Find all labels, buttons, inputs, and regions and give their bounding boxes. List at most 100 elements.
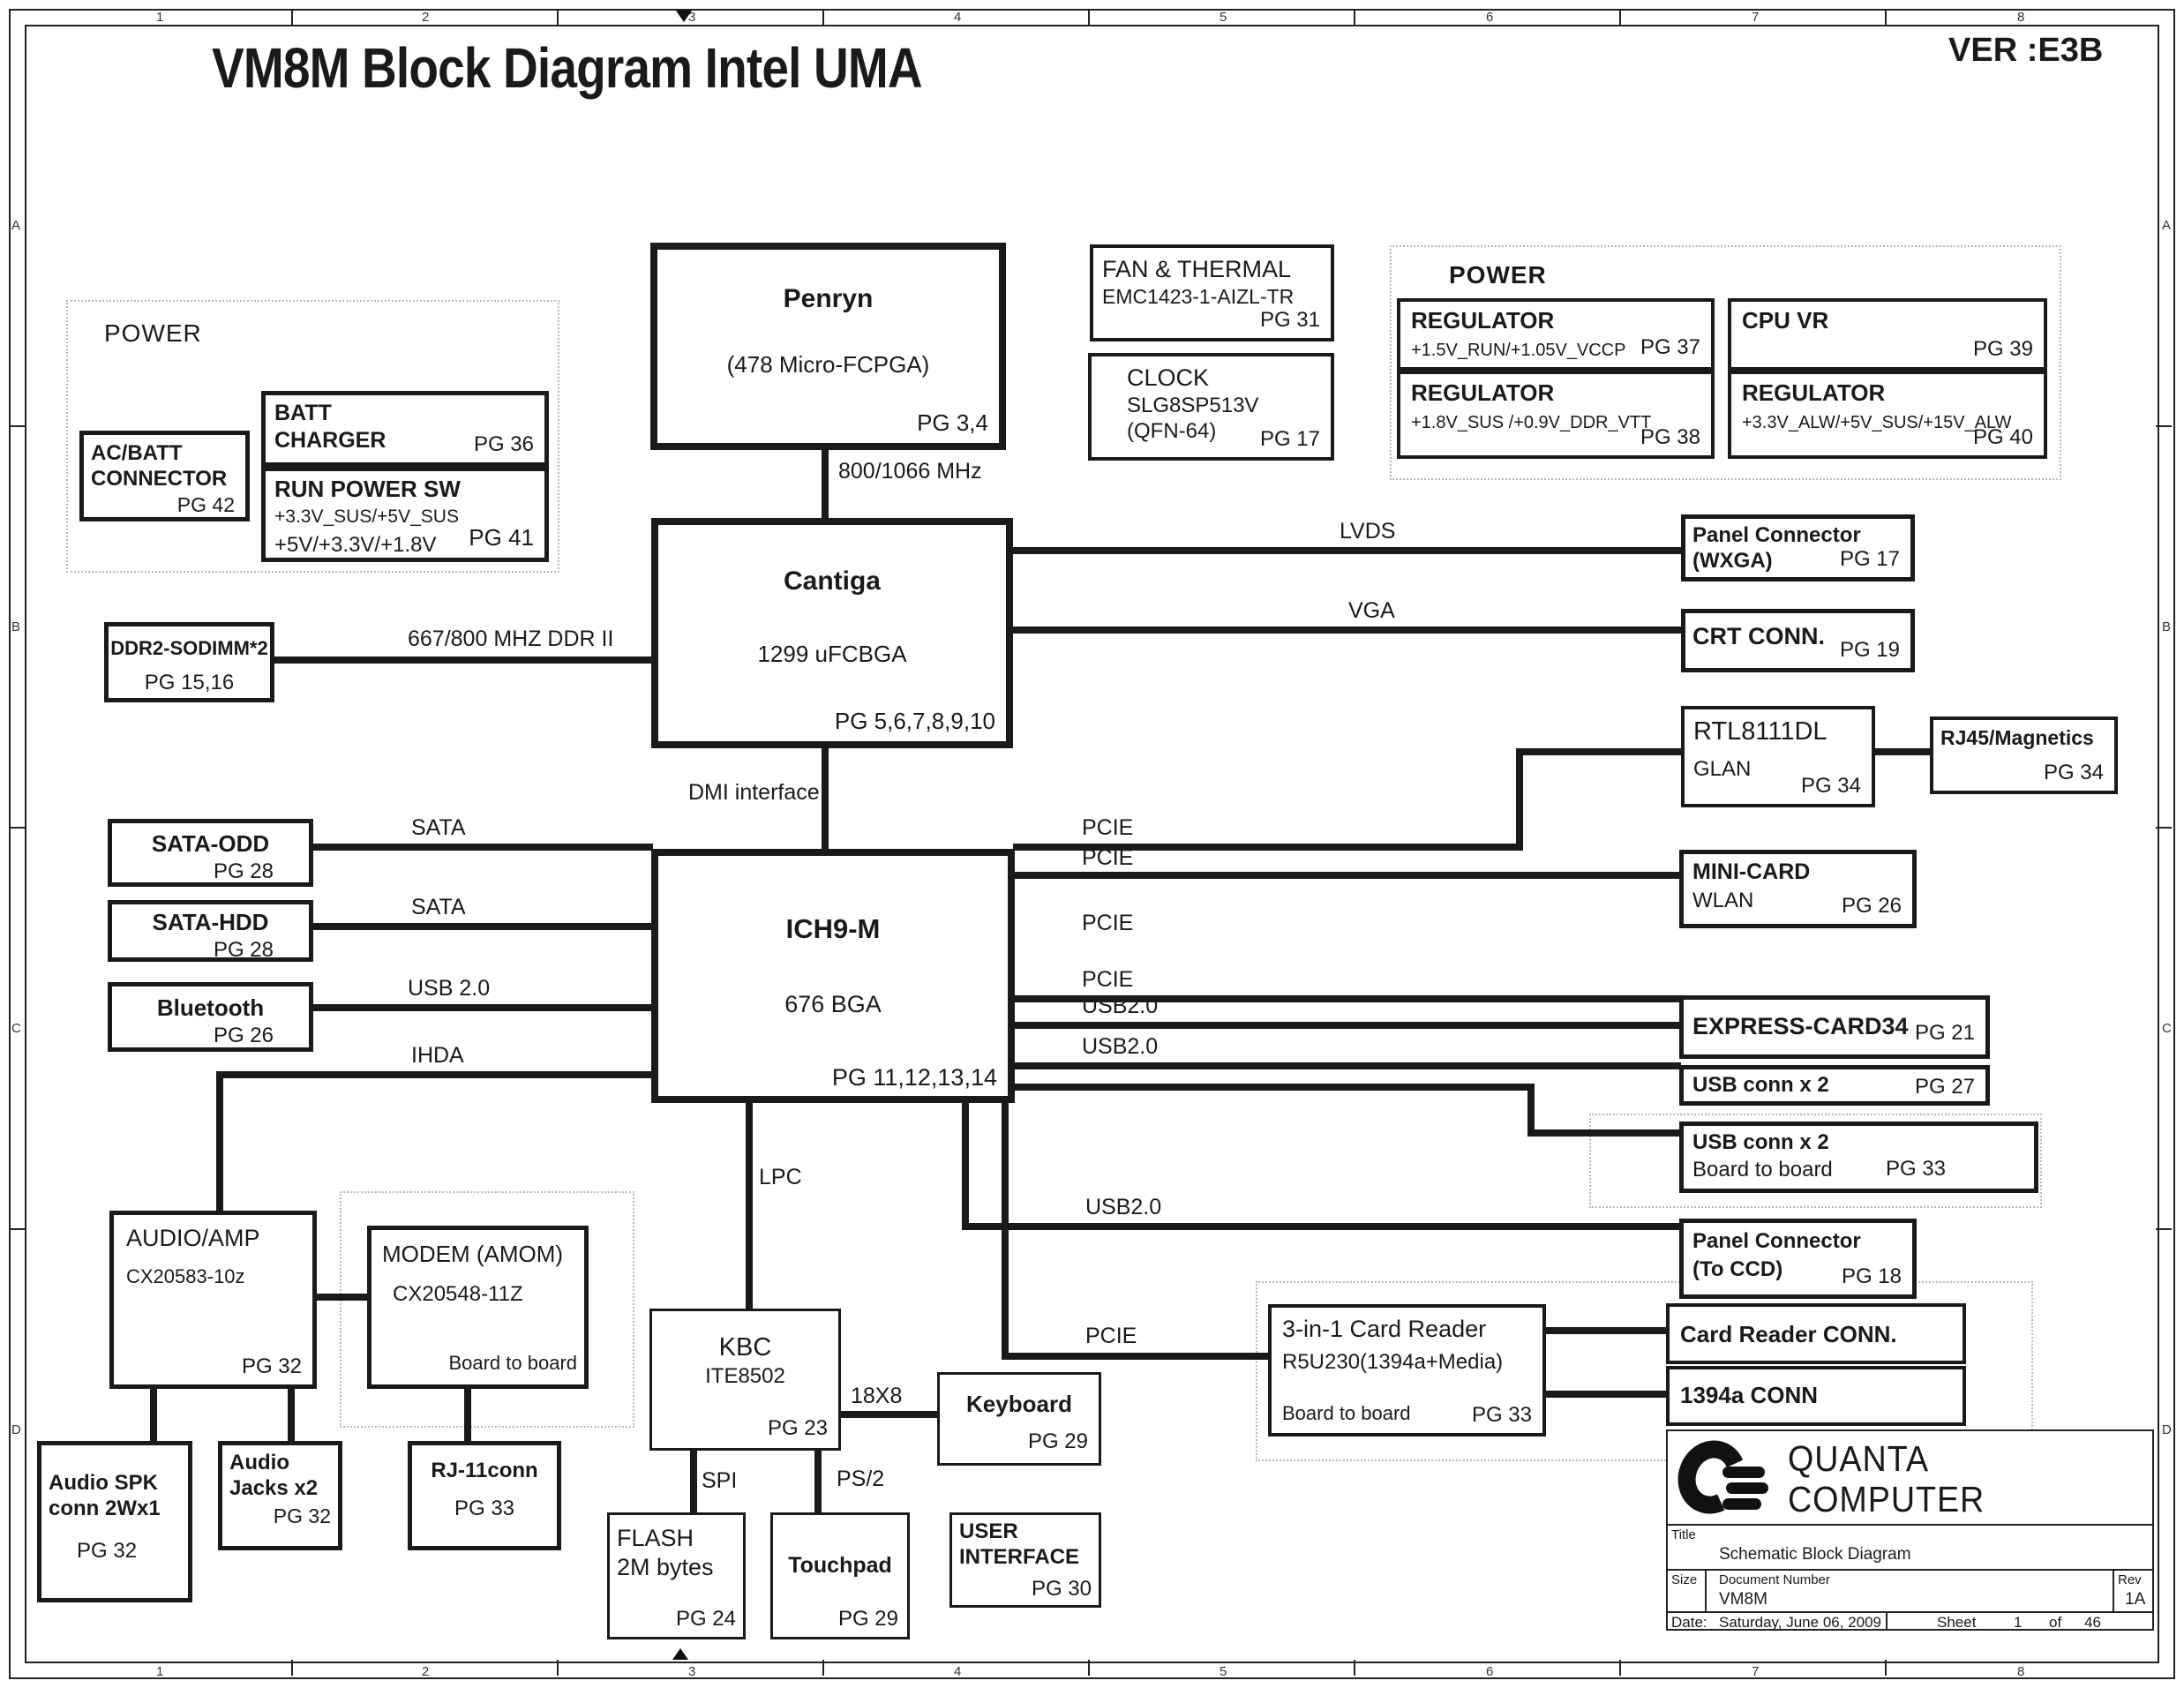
block-panel-connector-ccd: Panel Connector (To CCD) PG 18: [1679, 1219, 1917, 1299]
block-batt-charger: BATT CHARGER PG 36: [261, 391, 549, 467]
block-label: Bluetooth: [156, 994, 265, 1021]
page-ref: PG 32: [273, 1504, 331, 1527]
block-label: 1299 uFCBGA: [757, 640, 907, 667]
wire-amp-jacks: [288, 1387, 295, 1443]
net-usb-bt: USB 2.0: [408, 976, 491, 1001]
titleblock-sheet-no: 1: [2014, 1614, 2023, 1631]
wire-ihda-h: [216, 1071, 653, 1078]
ruler-tick: [291, 1660, 293, 1676]
block-label: CX20548-11Z: [393, 1281, 523, 1306]
page-ref: PG 21: [1914, 1020, 1975, 1045]
page-ref: PG 41: [469, 524, 534, 551]
block-label: WLAN: [1692, 888, 1754, 912]
block-label: +3.3V_ALW/+5V_SUS/+15V_ALW: [1742, 412, 2012, 432]
ruler-tick: [1885, 9, 1887, 25]
page-ref: PG 24: [675, 1606, 736, 1631]
company-name: COMPUTER: [1788, 1479, 1985, 1519]
block-label: R5U230(1394a+Media): [1282, 1349, 1504, 1374]
ruler-label: 7: [1752, 10, 1760, 25]
page-ref: PG 34: [2043, 760, 2104, 784]
block-label: 1394a CONN: [1680, 1382, 1819, 1408]
page-ref: PG 26: [213, 1023, 274, 1047]
net-sata-odd: SATA: [411, 815, 466, 840]
block-panel-connector-wxga: Panel Connector (WXGA) PG 17: [1681, 514, 1915, 581]
net-fsb: 800/1066 MHz: [838, 459, 982, 484]
block-label: (WXGA): [1692, 549, 1773, 574]
ruler-tick: [822, 1660, 824, 1676]
block-label: INTERFACE: [959, 1545, 1080, 1570]
page-ref: PG 33: [454, 1497, 515, 1521]
page-ref: PG 32: [77, 1538, 138, 1563]
block-label: +3.3V_SUS/+5V_SUS: [274, 506, 459, 527]
block-user-interface: USER INTERFACE PG 30: [949, 1512, 1101, 1608]
block-label: RTL8111DL: [1693, 717, 1828, 746]
quanta-logo-icon: [1667, 1430, 1781, 1524]
ruler-label: 5: [1220, 1664, 1227, 1679]
wire-pcie-glan-h1: [1013, 844, 1523, 851]
block-audio-amp: AUDIO/AMP CX20583-10z PG 32: [109, 1211, 317, 1389]
net-pcie-3: PCIE: [1082, 911, 1134, 935]
ruler-label: B: [2162, 619, 2172, 634]
wire-vga: [1011, 626, 1683, 634]
block-label: GLAN: [1693, 757, 1752, 782]
block-label: 2M bytes: [617, 1553, 714, 1580]
block-cpu-vr: CPU VR PG 39: [1728, 298, 2047, 371]
net-usb-ccd: USB2.0: [1085, 1195, 1162, 1219]
wire-usb-express: [1013, 1022, 1681, 1029]
net-pcie-cr: PCIE: [1085, 1324, 1137, 1348]
block-label: (To CCD): [1692, 1257, 1783, 1282]
block-card-reader-conn: Card Reader CONN.: [1666, 1303, 1966, 1364]
page-ref: PG 29: [1027, 1429, 1088, 1453]
block-label: EMC1423-1-AIZL-TR: [1102, 284, 1295, 308]
block-regulator-40: REGULATOR +3.3V_ALW/+5V_SUS/+15V_ALW PG …: [1728, 371, 2047, 459]
wire-pcie-mini: [1013, 872, 1681, 879]
titleblock-of-label: of: [2049, 1614, 2062, 1631]
modem-group: [340, 1191, 634, 1428]
wire-spi: [690, 1449, 697, 1514]
power-group-right-label: POWER: [1449, 261, 1547, 289]
page-ref: PG 17: [1839, 546, 1900, 571]
ruler-label: 4: [954, 10, 962, 25]
block-kbc: KBC ITE8502 PG 23: [649, 1309, 841, 1451]
net-vga: VGA: [1348, 598, 1395, 623]
block-cantiga-northbridge: Cantiga 1299 uFCBGA PG 5,6,7,8,9,10: [651, 518, 1013, 748]
titleblock-rev-label: Rev: [2118, 1572, 2142, 1587]
block-run-power-sw: RUN POWER SW +3.3V_SUS/+5V_SUS +5V/+3.3V…: [261, 467, 549, 562]
block-label: ICH9-M: [785, 913, 881, 944]
wire-lpc: [746, 1101, 753, 1309]
block-label: USER: [959, 1519, 1018, 1543]
company-name: QUANTA: [1788, 1438, 1929, 1479]
page-ref: PG 5,6,7,8,9,10: [834, 708, 995, 735]
ruler-tick: [1619, 9, 1621, 25]
net-ps2: PS/2: [837, 1467, 885, 1491]
block-ich9m-southbridge: ICH9-M 676 BGA PG 11,12,13,14: [651, 849, 1015, 1103]
block-mini-card-wlan: MINI-CARD WLAN PG 26: [1679, 850, 1917, 928]
block-label: Audio: [229, 1451, 289, 1474]
block-label: RJ45/Magnetics: [1940, 726, 2094, 749]
net-usb-conn27: USB2.0: [1082, 1034, 1159, 1059]
page-ref: PG 34: [1800, 773, 1861, 798]
titleblock-sheet-total: 46: [2084, 1614, 2101, 1631]
ruler-label: D: [11, 1422, 21, 1437]
block-keyboard: Keyboard PG 29: [937, 1372, 1101, 1466]
block-express-card34: EXPRESS-CARD34 PG 21: [1679, 995, 1990, 1059]
wire-usb-b2b-h1: [1013, 1084, 1535, 1091]
titleblock-rev: 1A: [2125, 1590, 2146, 1609]
ruler-label: 6: [1486, 1664, 1494, 1679]
block-label: RJ-11conn: [431, 1459, 538, 1482]
power-group-right: [1390, 245, 2061, 480]
ruler-label: 2: [422, 1664, 430, 1679]
block-flash: FLASH 2M bytes PG 24: [607, 1512, 746, 1639]
page-ref: PG 3,4: [917, 409, 988, 437]
net-dmi: DMI interface: [688, 780, 820, 805]
block-sata-odd: SATA-ODD PG 28: [108, 819, 313, 887]
ruler-tick: [822, 9, 824, 25]
wire-dmi: [822, 746, 829, 851]
wire-usb-b2b-h2: [1527, 1129, 1683, 1137]
net-ddr: 667/800 MHZ DDR II: [408, 626, 614, 651]
block-label: DDR2-SODIMM*2: [110, 637, 268, 659]
titleblock-size-label: Size: [1671, 1572, 1698, 1587]
ruler-tick: [2156, 827, 2172, 829]
page-ref: PG 32: [241, 1354, 302, 1378]
